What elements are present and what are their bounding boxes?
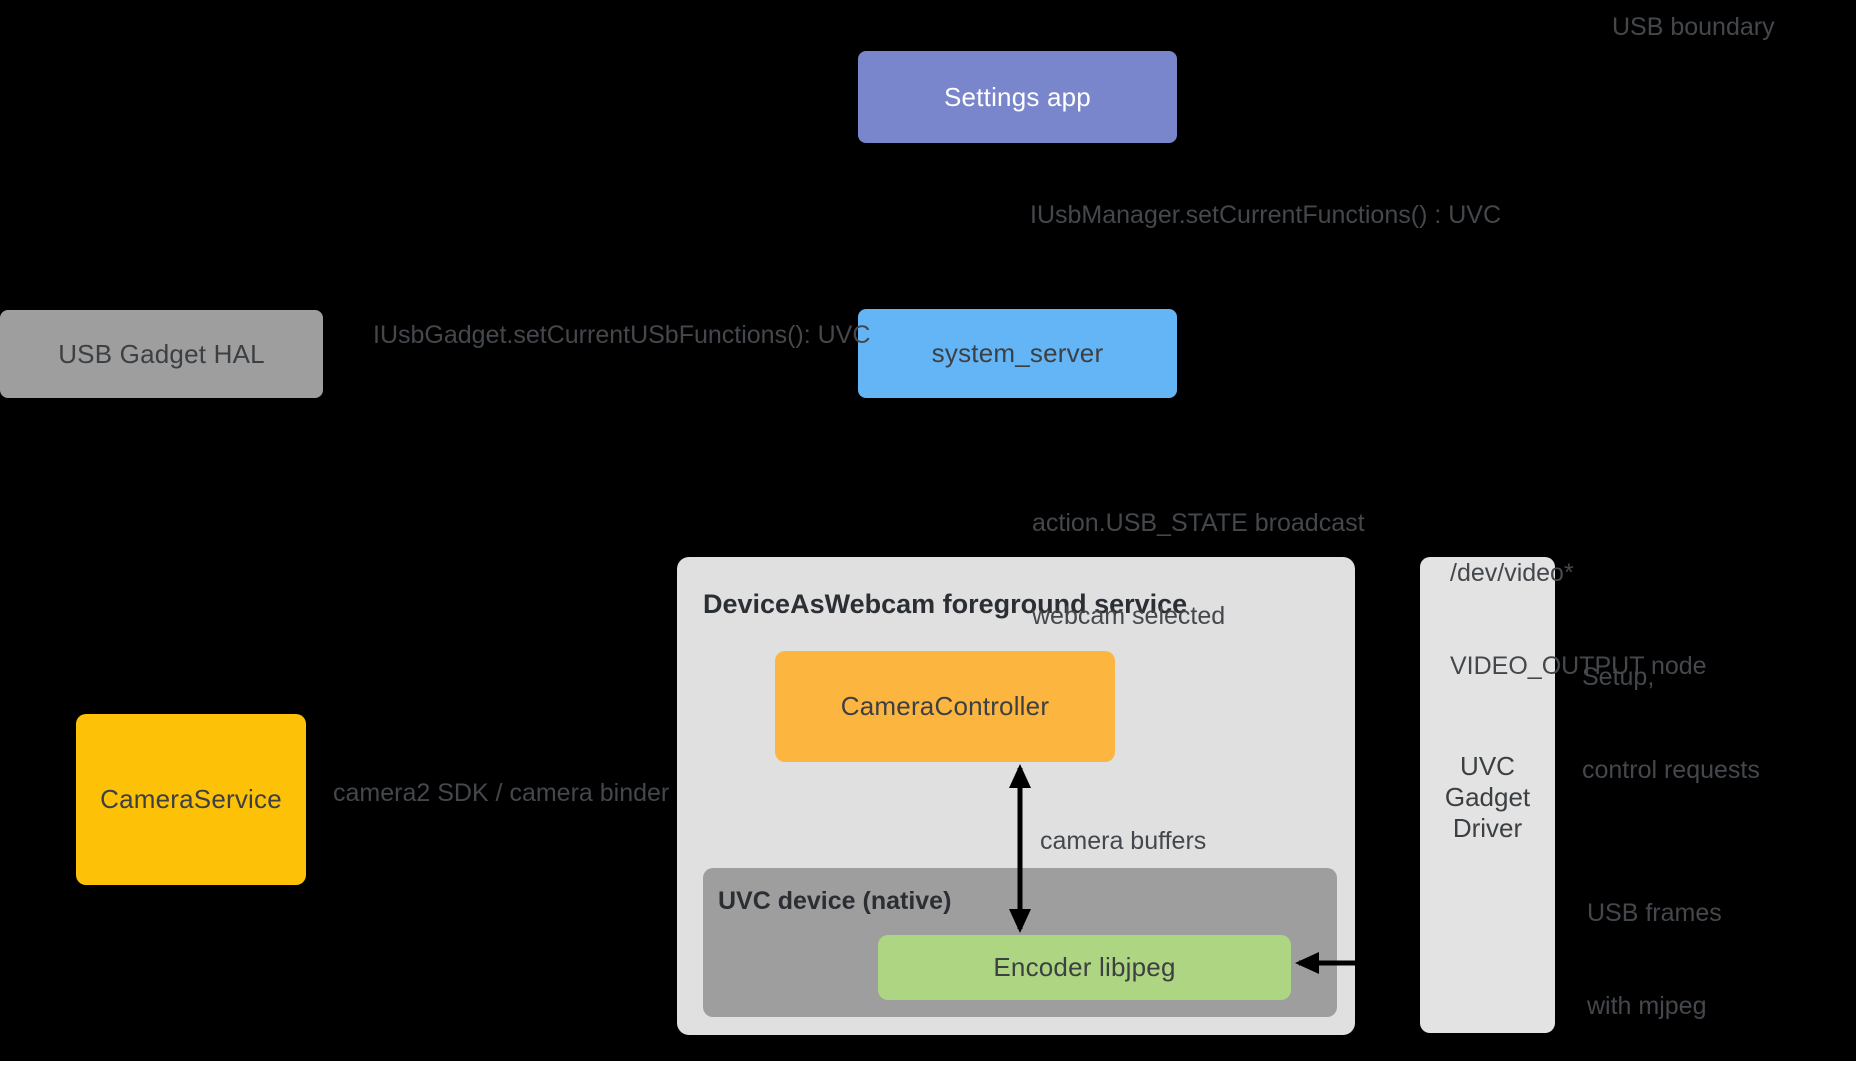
usb-state-line-1: action.USB_STATE broadcast (1032, 509, 1365, 537)
encoder-libjpeg-box: Encoder libjpeg (878, 935, 1291, 1000)
usb-state-broadcast-label: action.USB_STATE broadcast webcam select… (1032, 446, 1365, 694)
iusbgadget-call-label: IUsbGadget.setCurrentUSbFunctions(): UVC (373, 321, 871, 349)
uvc-device-native-title: UVC device (native) (718, 887, 952, 915)
dev-video-line-1: /dev/video* (1450, 559, 1574, 587)
driver-label-line-1: UVC (1460, 751, 1515, 781)
setup-control-line-1: Setup, (1582, 663, 1655, 691)
setup-control-line-2: control requests (1582, 756, 1760, 784)
usb-state-line-2: webcam selected (1032, 602, 1226, 630)
uvc-gadget-driver-box: UVC Gadget Driver (1420, 557, 1555, 1033)
driver-label-line-2: Gadget (1444, 782, 1531, 812)
driver-label-line-3: Driver (1452, 813, 1523, 843)
usb-frames-line-1: USB frames (1587, 899, 1722, 927)
camera-buffers-label: camera buffers (1040, 827, 1207, 855)
dev-video-line-2: VIDEO_OUTPUT node (1450, 652, 1707, 680)
camera-service-box: CameraService (76, 714, 306, 885)
device-as-webcam-title: DeviceAsWebcam foreground service (703, 589, 1188, 619)
system-server-box: system_server (858, 309, 1177, 398)
usb-frames-mjpeg-label: USB frames with mjpeg (1587, 836, 1722, 1084)
iusbmanager-call-label: IUsbManager.setCurrentFunctions() : UVC (1030, 201, 1502, 229)
setup-control-requests-label: Setup, control requests (1582, 600, 1760, 848)
settings-app-box: Settings app (858, 51, 1177, 143)
camera-controller-box: CameraController (775, 651, 1115, 762)
dev-video-node-label: /dev/video* VIDEO_OUTPUT node (1450, 496, 1707, 744)
diagram-canvas: DeviceAsWebcam foreground service UVC de… (0, 0, 1856, 1061)
uvc-gadget-driver-label: UVC Gadget Driver (1420, 751, 1555, 844)
usb-frames-line-2: with mjpeg (1587, 992, 1707, 1020)
camera2-sdk-label: camera2 SDK / camera binder (333, 779, 670, 807)
usb-gadget-hal-box: USB Gadget HAL (0, 310, 323, 398)
usb-boundary-label: USB boundary (1612, 13, 1775, 41)
